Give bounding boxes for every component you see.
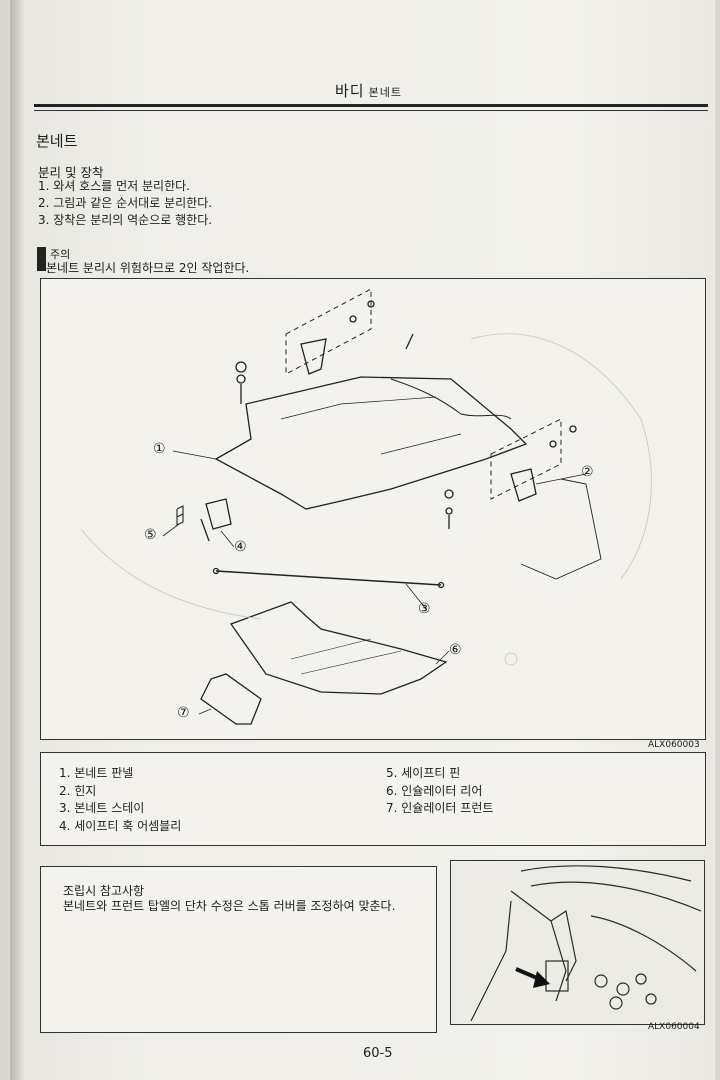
header-title-main: 바디 — [335, 82, 365, 100]
binding-shadow — [10, 0, 24, 1080]
legend-item: 2. 힌지 — [59, 783, 97, 798]
legend-column-right: 5. 세이프티 핀 6. 인슐레이터 리어 7. 인슐레이터 프런트 — [386, 765, 493, 818]
hood-panel-outline — [214, 376, 528, 510]
photo-drawing — [470, 865, 702, 1022]
assembly-note-box: 조립시 참고사항 본네트와 프런트 탑엘의 단차 수정은 스톱 러버를 조정하여… — [40, 866, 437, 1033]
caution-label: 주의 — [50, 248, 71, 261]
callout-3: ③ — [418, 601, 431, 617]
legend-column-left: 1. 본네트 판넬 2. 힌지 3. 본네트 스테이 4. 세이프티 훅 어셈블… — [59, 765, 181, 835]
procedure-step: 1. 와셔 호스를 먼저 분리한다. — [38, 179, 190, 193]
stop-rubber-photo — [450, 860, 705, 1025]
exploded-diagram: ① ② ③ ④ ⑤ ⑥ ⑦ — [40, 278, 706, 740]
section-title: 본네트 — [36, 132, 78, 150]
callout-7: ⑦ — [177, 705, 190, 721]
page-number: 60-5 — [363, 1046, 393, 1061]
callout-5: ⑤ — [144, 527, 157, 543]
legend-item: 6. 인슐레이터 리어 — [386, 783, 483, 798]
insulator-rear-outline — [229, 601, 448, 695]
header-rule-thin — [34, 110, 708, 111]
procedure-steps: 1. 와셔 호스를 먼저 분리한다. 2. 그림과 같은 순서대로 분리한다. … — [38, 178, 212, 229]
procedure-step: 3. 장착은 분리의 역순으로 행한다. — [38, 213, 213, 227]
legend-item: 3. 본네트 스테이 — [59, 801, 145, 815]
assembly-note-text: 본네트와 프런트 탑엘의 단차 수정은 스톱 러버를 조정하여 맞춘다. — [63, 899, 396, 913]
callout-2: ② — [581, 464, 594, 480]
legend-item: 1. 본네트 판넬 — [59, 766, 134, 780]
legend-item: 5. 세이프티 핀 — [386, 766, 461, 780]
arrow-icon — [533, 971, 550, 988]
procedure-step: 2. 그림과 같은 순서대로 분리한다. — [38, 196, 213, 210]
assembly-note-title: 조립시 참고사항 — [63, 884, 145, 898]
photo-code: ALX060004 — [648, 1022, 700, 1032]
procedure-title: 분리 및 장착 — [38, 165, 104, 180]
callout-6: ⑥ — [449, 642, 462, 658]
insulator-front-outline — [200, 673, 262, 725]
parts-legend: 1. 본네트 판넬 2. 힌지 3. 본네트 스테이 4. 세이프티 훅 어셈블… — [40, 752, 706, 846]
header-rule-thick — [34, 104, 708, 107]
legend-item: 7. 인슐레이터 프런트 — [386, 801, 494, 815]
callout-1: ① — [153, 441, 166, 457]
header-title-sub: 본네트 — [368, 86, 402, 99]
diagram-drawing — [80, 288, 652, 725]
caution-text: 본네트 분리시 위험하므로 2인 작업한다. — [46, 261, 250, 275]
legend-item: 4. 세이프티 훅 어셈블리 — [59, 818, 182, 833]
callout-4: ④ — [234, 539, 247, 555]
diagram-code: ALX060003 — [648, 740, 700, 750]
caution-flag-icon — [37, 247, 46, 271]
